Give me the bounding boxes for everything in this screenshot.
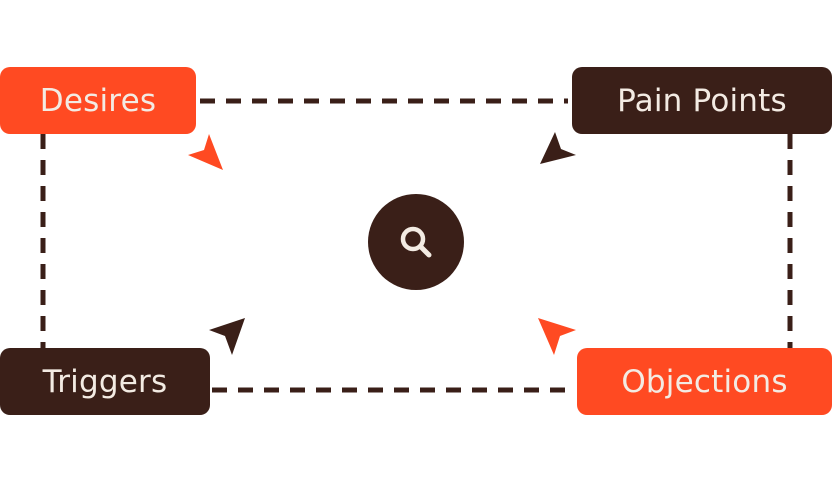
node-triggers: Triggers <box>0 348 210 415</box>
node-desires-label: Desires <box>39 82 157 119</box>
node-pain-points-label: Pain Points <box>617 82 787 119</box>
arrow-triggers <box>209 318 245 355</box>
arrow-pain-points <box>540 132 576 164</box>
node-pain-points: Pain Points <box>572 67 832 134</box>
center-search-button[interactable] <box>368 194 464 290</box>
search-icon <box>400 226 432 258</box>
node-objections: Objections <box>577 348 832 415</box>
node-desires: Desires <box>0 67 196 134</box>
arrow-objections <box>538 318 576 355</box>
node-triggers-label: Triggers <box>42 363 168 400</box>
arrow-desires <box>188 134 223 170</box>
node-objections-label: Objections <box>621 363 788 400</box>
